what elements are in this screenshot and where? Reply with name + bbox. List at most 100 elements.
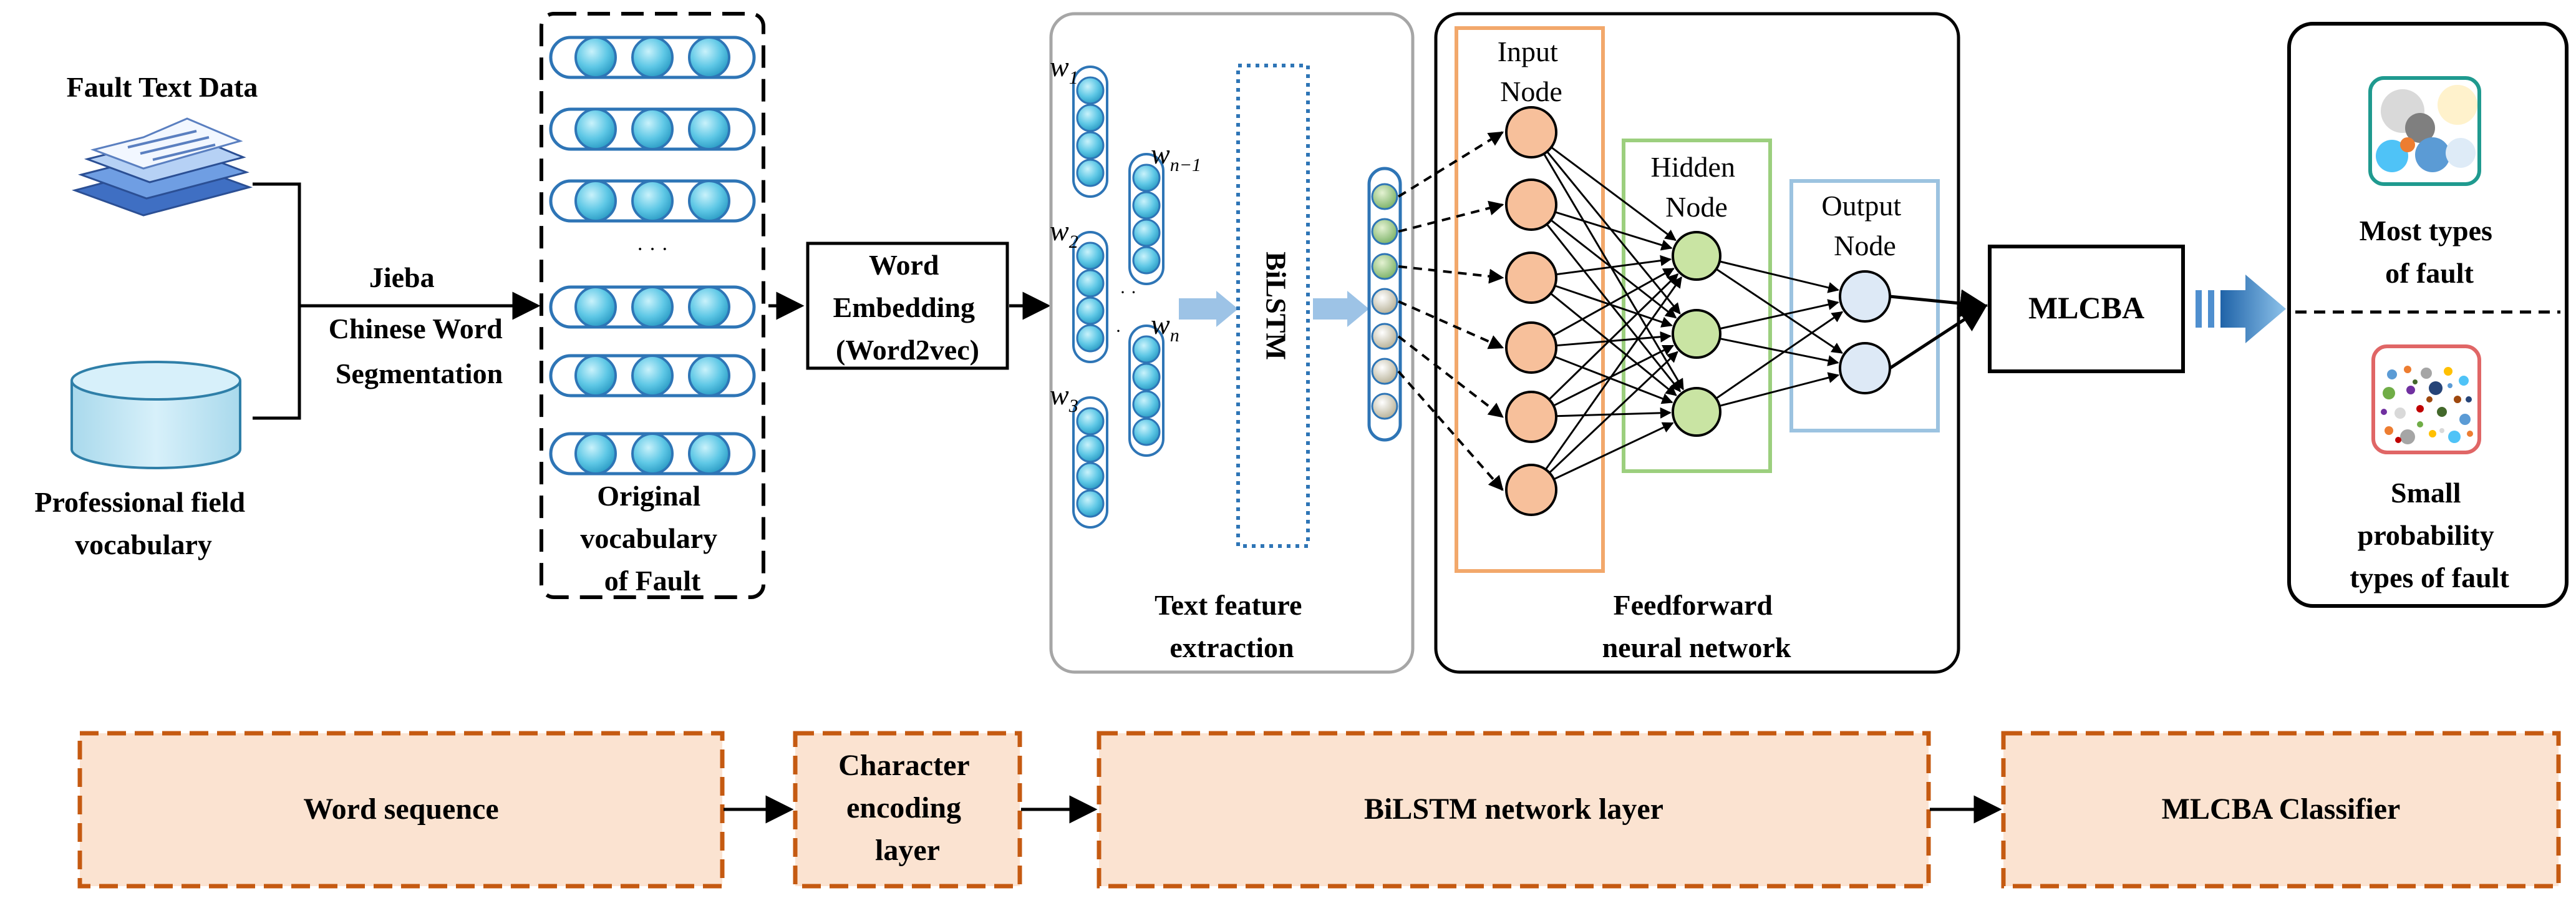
input-connector bbox=[1398, 300, 1504, 349]
neural-network-graph bbox=[1397, 106, 1988, 516]
word-sequence-label: Word sequence bbox=[303, 793, 498, 826]
network-edge bbox=[1719, 372, 1840, 407]
w1-label: w1 bbox=[1050, 51, 1078, 88]
vocab-token-node bbox=[631, 108, 674, 150]
network-edge bbox=[1550, 219, 1677, 319]
network-edge bbox=[1719, 338, 1839, 366]
mlcba-classifier-box bbox=[2001, 731, 2561, 889]
feature-vector-node bbox=[1371, 358, 1398, 385]
vocab-token-node bbox=[574, 354, 617, 397]
feedforward-label: Feedforward neural network bbox=[1602, 589, 1791, 663]
feature-vector-node bbox=[1371, 393, 1398, 420]
feature-flow-arrow-2 bbox=[1313, 291, 1369, 327]
scatter-dot bbox=[2437, 407, 2447, 417]
network-edge bbox=[1552, 268, 1675, 336]
vocab-token-node bbox=[631, 286, 674, 328]
word-vector-node bbox=[1076, 434, 1105, 463]
output-to-mlcba-arrow bbox=[1889, 289, 1988, 318]
feature-flow-arrow-1 bbox=[1179, 291, 1238, 327]
word-vector-node bbox=[1132, 335, 1161, 364]
word-vector-node bbox=[1132, 417, 1161, 446]
word-vector-column bbox=[1072, 231, 1108, 363]
bilstm-block bbox=[1236, 64, 1310, 548]
scatter-dot bbox=[2459, 376, 2469, 386]
network-edge bbox=[1715, 268, 1843, 354]
vocab-token-row bbox=[549, 354, 756, 398]
scatter-dot bbox=[2421, 368, 2432, 379]
scatter-dot bbox=[2454, 396, 2461, 403]
scatter-dot bbox=[2466, 396, 2472, 403]
vocab-token-node bbox=[574, 36, 617, 79]
word-vector-column bbox=[1128, 325, 1165, 457]
network-edge bbox=[1543, 153, 1684, 391]
character-encoding-label: Character encoding layer bbox=[838, 749, 977, 867]
feature-vector-node bbox=[1371, 288, 1398, 315]
word-vector-node bbox=[1076, 159, 1105, 187]
text-feature-label: Text feature extraction bbox=[1155, 589, 1309, 663]
segmentation-label: Jieba Chinese Word Segmentation bbox=[329, 261, 510, 389]
input-connector bbox=[1397, 131, 1504, 198]
vocab-token-node bbox=[688, 286, 730, 328]
network-edge bbox=[1546, 150, 1681, 315]
word-vector-node bbox=[1076, 296, 1105, 325]
hidden-node bbox=[1672, 231, 1721, 281]
feature-vector-node bbox=[1371, 323, 1398, 350]
network-edge bbox=[1550, 293, 1677, 396]
input-node bbox=[1505, 391, 1557, 443]
word-embedding-box bbox=[806, 242, 1009, 370]
vocab-token-row bbox=[549, 432, 756, 476]
scatter-dot bbox=[2404, 366, 2411, 373]
bilstm-network-layer-label: BiLSTM network layer bbox=[1364, 793, 1663, 826]
word-vector-column bbox=[1128, 153, 1165, 285]
input-node bbox=[1505, 464, 1557, 516]
scatter-dot bbox=[2394, 408, 2406, 419]
vocab-token-node bbox=[574, 108, 617, 150]
text-feature-extraction-box bbox=[1049, 12, 1415, 674]
w2-label: w2 bbox=[1050, 215, 1078, 252]
network-edge bbox=[1719, 260, 1839, 293]
word-vector-node bbox=[1076, 104, 1105, 132]
network-edge bbox=[1548, 273, 1679, 401]
network-edge bbox=[1554, 211, 1673, 251]
network-edge bbox=[1549, 351, 1678, 474]
word-vector-node bbox=[1076, 324, 1105, 353]
network-edge bbox=[1719, 299, 1839, 330]
scatter-dot bbox=[2381, 409, 2387, 415]
word-vector-node bbox=[1132, 191, 1161, 220]
input-node bbox=[1505, 106, 1557, 159]
word-vector-node bbox=[1132, 218, 1161, 247]
mlcba-box bbox=[1988, 245, 2185, 373]
vocab-token-node bbox=[688, 180, 730, 222]
small-types-label: Small probability types of fault bbox=[2350, 477, 2509, 593]
wn-1-label: wn−1 bbox=[1151, 138, 1201, 175]
merge-bracket bbox=[253, 182, 541, 420]
output-node bbox=[1839, 270, 1891, 323]
vocab-token-node bbox=[688, 108, 730, 150]
scatter-dot bbox=[2429, 381, 2443, 395]
scatter-dot bbox=[2400, 429, 2415, 444]
network-edge bbox=[1715, 311, 1844, 399]
network-edge bbox=[1556, 331, 1672, 347]
small-types-icon bbox=[2371, 344, 2481, 454]
network-edge bbox=[1553, 344, 1675, 407]
input-connector bbox=[1397, 335, 1504, 418]
network-edge bbox=[1554, 285, 1673, 328]
vocab-token-row bbox=[549, 179, 756, 223]
word-vector-node bbox=[1076, 489, 1105, 518]
scatter-dot bbox=[2383, 387, 2395, 399]
hidden-node-label: Hidden Node bbox=[1651, 151, 1743, 223]
scatter-dot bbox=[2426, 396, 2433, 403]
word-vector-columns bbox=[1072, 66, 1165, 529]
vocab-token-node bbox=[631, 432, 674, 475]
vocabulary-token-rows bbox=[549, 36, 756, 476]
vocab-token-node bbox=[631, 354, 674, 397]
word-sequence-box bbox=[77, 731, 725, 889]
fault-text-data-label: Fault Text Data bbox=[67, 71, 258, 103]
character-encoding-box bbox=[793, 731, 1022, 889]
word-vector-node bbox=[1076, 407, 1105, 436]
scatter-dot bbox=[2416, 405, 2424, 412]
input-node bbox=[1505, 321, 1557, 374]
mlcba-label: MLCBA bbox=[2028, 290, 2144, 325]
result-arrow bbox=[2196, 275, 2286, 343]
input-connector bbox=[1398, 265, 1504, 284]
